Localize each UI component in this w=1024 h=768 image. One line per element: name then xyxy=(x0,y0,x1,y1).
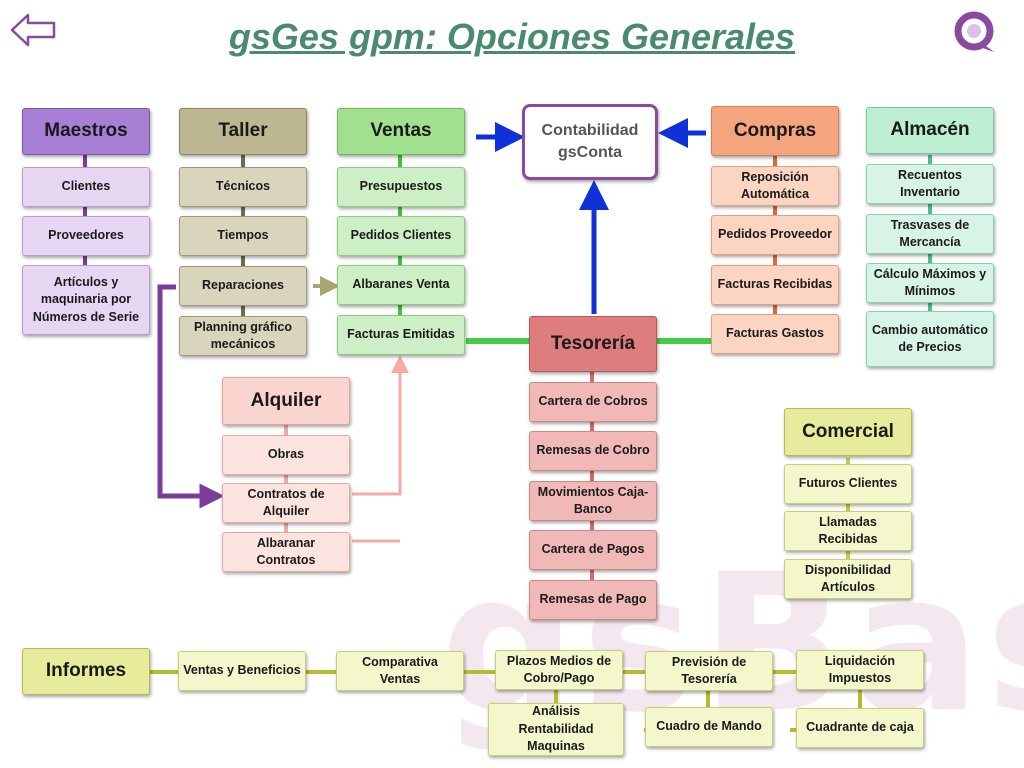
alquiler-item-obras[interactable]: Obras xyxy=(222,435,350,475)
gsbase-logo-icon xyxy=(954,11,994,52)
compras-header[interactable]: Compras xyxy=(711,106,839,156)
informes-item-prevision[interactable]: Previsión de Tesorería xyxy=(645,651,773,691)
informes-item-liquidacion[interactable]: Liquidación Impuestos xyxy=(796,650,924,690)
almacen-header[interactable]: Almacén xyxy=(866,107,994,154)
informes-item-comparativa[interactable]: Comparativa Ventas xyxy=(336,651,464,691)
ventas-header[interactable]: Ventas xyxy=(337,108,465,155)
comercial-item-llamadas[interactable]: Llamadas Recibidas xyxy=(784,511,912,551)
informes-item-ventas-beneficios[interactable]: Ventas y Beneficios xyxy=(178,651,306,691)
back-arrow-icon[interactable] xyxy=(8,10,58,50)
compras-item-reposicion[interactable]: Reposición Automática xyxy=(711,166,839,206)
compras-item-facturas-recibidas[interactable]: Facturas Recibidas xyxy=(711,265,839,305)
ventas-item-facturas[interactable]: Facturas Emitidas xyxy=(337,315,465,355)
comercial-header[interactable]: Comercial xyxy=(784,408,912,456)
taller-header[interactable]: Taller xyxy=(179,108,307,155)
tesoreria-item-remesas-cobro[interactable]: Remesas de Cobro xyxy=(529,431,657,471)
maestros-header[interactable]: Maestros xyxy=(22,108,150,155)
almacen-item-calculo[interactable]: Cálculo Máximos y Mínimos xyxy=(866,263,994,303)
ventas-item-albaranes[interactable]: Albaranes Venta xyxy=(337,265,465,305)
informes-item-cuadrante-caja[interactable]: Cuadrante de caja xyxy=(796,708,924,748)
comercial-item-disponibilidad[interactable]: Disponibilidad Artículos xyxy=(784,559,912,599)
maestros-item-clientes[interactable]: Clientes xyxy=(22,167,150,207)
tesoreria-item-cartera-pagos[interactable]: Cartera de Pagos xyxy=(529,530,657,570)
tesoreria-item-movimientos[interactable]: Movimientos Caja-Banco xyxy=(529,481,657,521)
almacen-item-trasvases[interactable]: Trasvases de Mercancía xyxy=(866,214,994,254)
contabilidad-label: Contabilidad xyxy=(541,122,639,140)
page-title: gsGes gpm: Opciones Generales xyxy=(228,16,796,57)
taller-item-tecnicos[interactable]: Técnicos xyxy=(179,167,307,207)
almacen-item-cambio-precios[interactable]: Cambio automático de Precios xyxy=(866,311,994,367)
informes-item-cuadro-mando[interactable]: Cuadro de Mando xyxy=(645,707,773,747)
ventas-item-presupuestos[interactable]: Presupuestos xyxy=(337,167,465,207)
maestros-item-articulos[interactable]: Artículos y maquinaria por Números de Se… xyxy=(22,265,150,335)
contabilidad-gsconta-box[interactable]: Contabilidad gsConta xyxy=(522,104,658,180)
tesoreria-item-cartera-cobros[interactable]: Cartera de Cobros xyxy=(529,382,657,422)
ventas-item-pedidos[interactable]: Pedidos Clientes xyxy=(337,216,465,256)
compras-item-pedidos[interactable]: Pedidos Proveedor xyxy=(711,215,839,255)
almacen-item-recuentos[interactable]: Recuentos Inventario xyxy=(866,164,994,204)
gsconta-label: gsConta xyxy=(558,144,622,161)
taller-item-reparaciones[interactable]: Reparaciones xyxy=(179,266,307,306)
alquiler-item-contratos[interactable]: Contratos de Alquiler xyxy=(222,483,350,523)
compras-item-facturas-gastos[interactable]: Facturas Gastos xyxy=(711,314,839,354)
alquiler-header[interactable]: Alquiler xyxy=(222,377,350,425)
tesoreria-item-remesas-pago[interactable]: Remesas de Pago xyxy=(529,580,657,620)
maestros-item-proveedores[interactable]: Proveedores xyxy=(22,216,150,256)
comercial-item-futuros[interactable]: Futuros Clientes xyxy=(784,464,912,504)
tesoreria-header[interactable]: Tesorería xyxy=(529,316,657,372)
informes-header[interactable]: Informes xyxy=(22,648,150,695)
taller-item-planning[interactable]: Planning gráfico mecánicos xyxy=(179,316,307,356)
informes-item-plazos-medios[interactable]: Plazos Medios de Cobro/Pago xyxy=(495,650,623,690)
informes-item-analisis[interactable]: Análisis Rentabilidad Maquinas xyxy=(488,703,624,756)
alquiler-item-albaranar[interactable]: Albaranar Contratos xyxy=(222,532,350,572)
taller-item-tiempos[interactable]: Tiempos xyxy=(179,216,307,256)
